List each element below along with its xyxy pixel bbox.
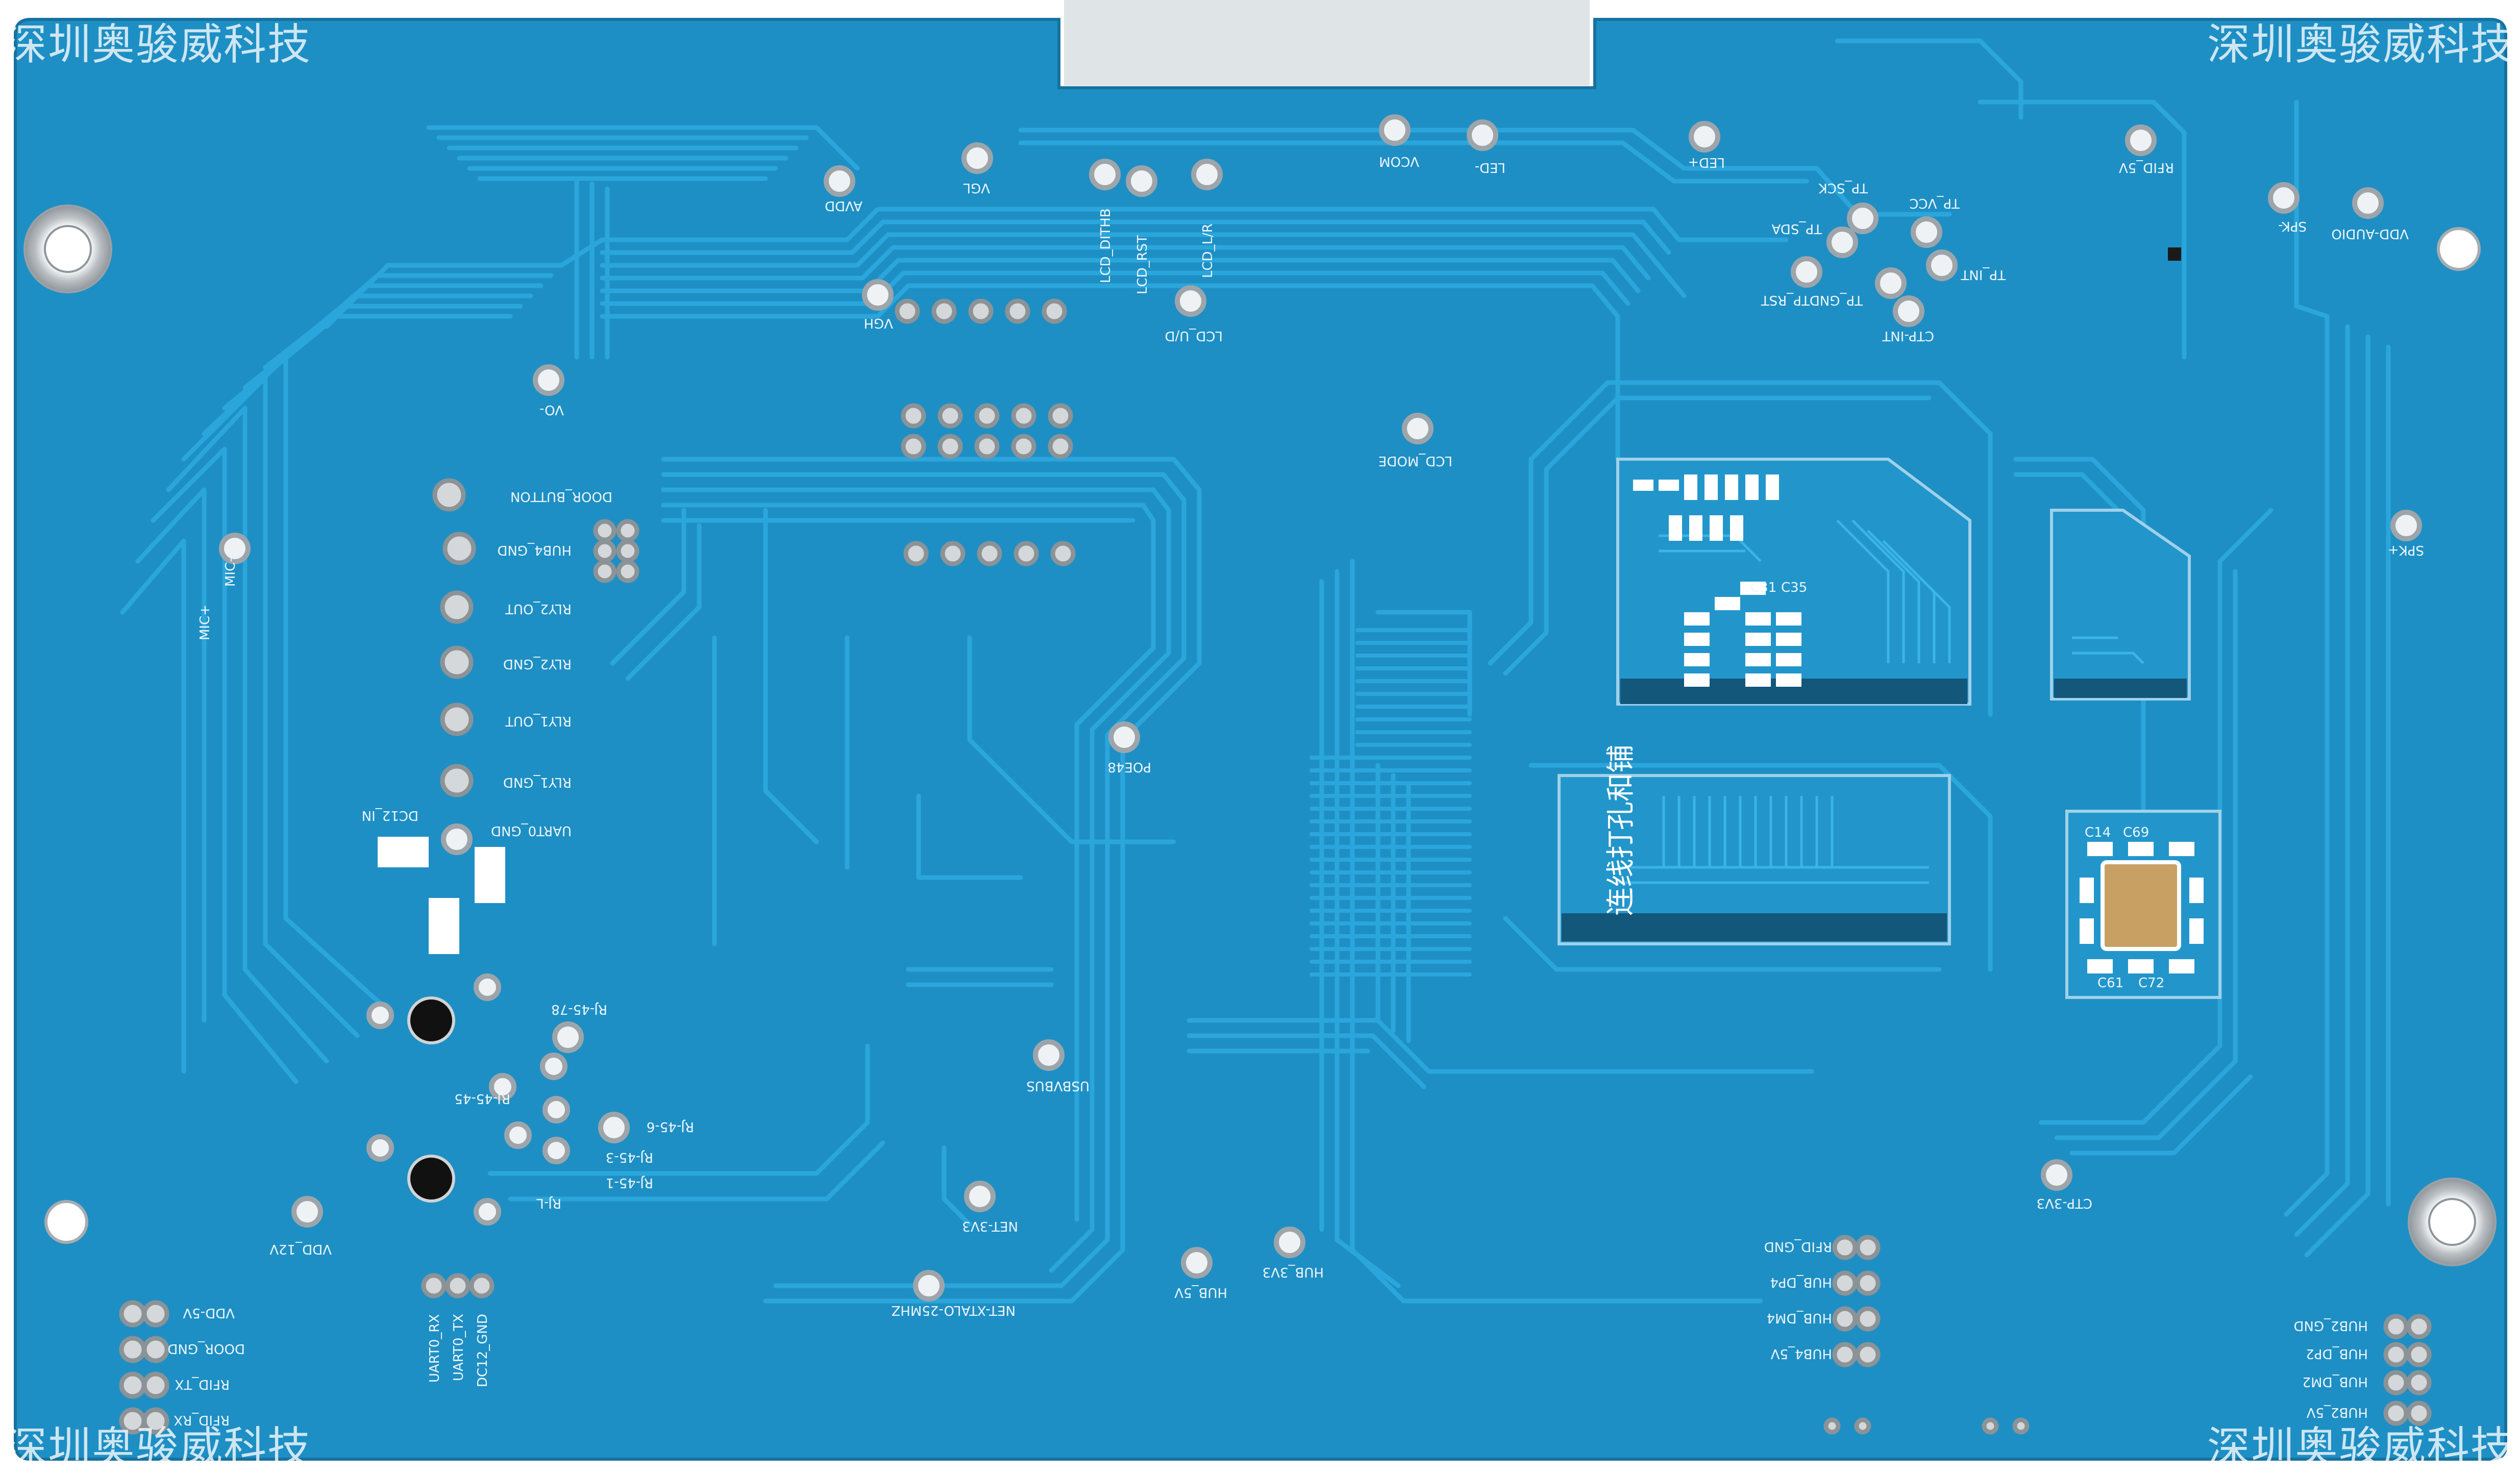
- label-hub-5v: HUB_5V: [1174, 1285, 1227, 1300]
- label-c61: C61: [2097, 976, 2123, 991]
- label-rfid-rx: RFID_RX: [174, 1412, 230, 1428]
- watermark-top-left: 深圳奥骏威科技: [4, 19, 312, 69]
- silkscreen-labels: AVDD VGL LCD_DITHB LCD_RST LCD_L/R VCOM …: [167, 154, 2424, 1428]
- header-pins: [119, 298, 2432, 1435]
- label-net-xtal: NET-XTALO-25MHZ: [892, 1303, 1016, 1318]
- label-rj45-78: RJ-45-78: [551, 1002, 607, 1017]
- label-vgl: VGL: [963, 180, 990, 195]
- label-chinese-note: 连线打孔和铺: [1604, 744, 1638, 916]
- label-led-plus: LED+: [1688, 155, 1725, 170]
- label-net-3v3: NET-3V3: [962, 1218, 1018, 1234]
- label-rj45-1: RJ-45-1: [606, 1175, 653, 1190]
- label-rj45-3: RJ-45-3: [606, 1149, 653, 1165]
- label-ctp-int: CTP-INT: [1882, 328, 1934, 343]
- copper-pad-center: [2101, 860, 2181, 951]
- label-vcom: VCOM: [1379, 154, 1419, 169]
- label-hub-dm4: HUB_DM4: [1767, 1310, 1832, 1326]
- label-vo-minus: VO-: [539, 402, 564, 417]
- label-usbvbus: USBVBUS: [1026, 1078, 1090, 1093]
- label-vgh: VGH: [864, 315, 893, 331]
- module-traces: [1618, 519, 2144, 884]
- label-led-minus: LED-: [1475, 160, 1505, 175]
- display-cutout: [1064, 0, 1590, 86]
- pcb-board: [14, 18, 2507, 1461]
- label-spk-plus: SPK+: [2388, 542, 2424, 558]
- mounting-holes: [23, 205, 2497, 1266]
- pcb-traces: [120, 38, 2391, 1304]
- ic-module-right-window: [2054, 679, 2187, 698]
- watermark-top-right: 深圳奥骏威科技: [2207, 19, 2515, 69]
- label-tp-sck: TP_SCK: [1818, 180, 1868, 195]
- label-vdd-5v: VDD-5V: [183, 1305, 235, 1320]
- label-c35: C35: [1781, 580, 1807, 595]
- label-uart0-gnd: UART0_GND: [491, 823, 572, 838]
- label-c14: C14: [2085, 825, 2111, 840]
- smd-components: [378, 247, 2204, 973]
- label-hub-dp4: HUB_DP4: [1770, 1274, 1832, 1290]
- label-hub4-5v: HUB4_5V: [1770, 1346, 1832, 1361]
- label-door-gnd: DOOR_GND: [167, 1341, 245, 1356]
- label-c31: C31: [1750, 580, 1776, 595]
- label-dc12-in: DC12_IN: [362, 808, 418, 823]
- label-rfid-gnd: RFID_GND: [1764, 1239, 1832, 1254]
- label-lcd-lr: LCD_L/R: [1200, 223, 1216, 278]
- label-vdd-audio: VDD-AUDIO: [2331, 226, 2409, 241]
- label-uart0-rx: UART0_RX: [427, 1314, 442, 1383]
- label-rfid-5v: RFID_5V: [2119, 160, 2174, 175]
- test-pads: [219, 114, 2422, 1302]
- label-rly2-gnd: RLY2_GND: [503, 656, 572, 671]
- label-uart0-tx: UART0_TX: [451, 1314, 466, 1381]
- label-ctp-3v3: CTP-3V3: [2037, 1195, 2092, 1211]
- label-c69: C69: [2123, 825, 2149, 840]
- label-lcd-rst: LCD_RST: [1135, 235, 1150, 294]
- label-hub-dm2: HUB_DM2: [2303, 1374, 2368, 1389]
- label-rj45-45: RJ-45-45: [454, 1091, 510, 1106]
- label-lcd-dith: LCD_DITHB: [1098, 208, 1114, 283]
- label-c72: C72: [2138, 976, 2164, 991]
- label-vdd-12v: VDD_12V: [269, 1241, 332, 1257]
- label-mic-plus: MIC+: [197, 605, 213, 640]
- watermark-bottom-right: 深圳奥骏威科技: [2207, 1422, 2515, 1472]
- label-avdd: AVDD: [825, 198, 862, 213]
- label-dc12-gnd: DC12_GND: [475, 1314, 490, 1387]
- label-tp-rst: TP_GNDTP_RST: [1761, 292, 1863, 308]
- watermark-bottom-left: 深圳奥骏威科技: [4, 1422, 312, 1472]
- label-tp-sda: TP_SDA: [1771, 221, 1822, 236]
- label-hub-dp2: HUB_DP2: [2306, 1346, 2368, 1361]
- label-rly1-gnd: RLY1_GND: [503, 774, 572, 790]
- label-hub2-5v: HUB2_5V: [2306, 1405, 2368, 1420]
- label-tp-int: TP_INT: [1961, 267, 2006, 282]
- trace-bus: [1310, 628, 1472, 977]
- label-lcd-mode: LCD_MODE: [1378, 453, 1452, 468]
- label-hub2-gnd: HUB2_GND: [2293, 1318, 2368, 1333]
- label-door-button: DOOR_BUTTON: [510, 489, 612, 504]
- label-rfid-tx: RFID_TX: [175, 1377, 230, 1392]
- label-rly1-out: RLY1_OUT: [505, 713, 572, 729]
- label-rly2-out: RLY2_OUT: [505, 601, 572, 616]
- label-rj-l: RJ-L: [536, 1195, 561, 1211]
- label-rj45-6: RJ-45-6: [647, 1119, 694, 1134]
- label-poe48: POE48: [1107, 759, 1151, 774]
- ic-module-lower-window: [1562, 913, 1947, 941]
- label-lcd-ud: LCD_U/D: [1165, 328, 1223, 343]
- label-hub4-gnd: HUB4_GND: [497, 542, 572, 558]
- label-spk-minus: SPK-: [2278, 218, 2307, 234]
- label-mic: MIC-: [223, 557, 238, 587]
- label-tp-vcc: TP_VCC: [1909, 195, 1960, 211]
- black-components: [407, 996, 455, 1203]
- label-hub-3v3: HUB_3V3: [1263, 1264, 1324, 1280]
